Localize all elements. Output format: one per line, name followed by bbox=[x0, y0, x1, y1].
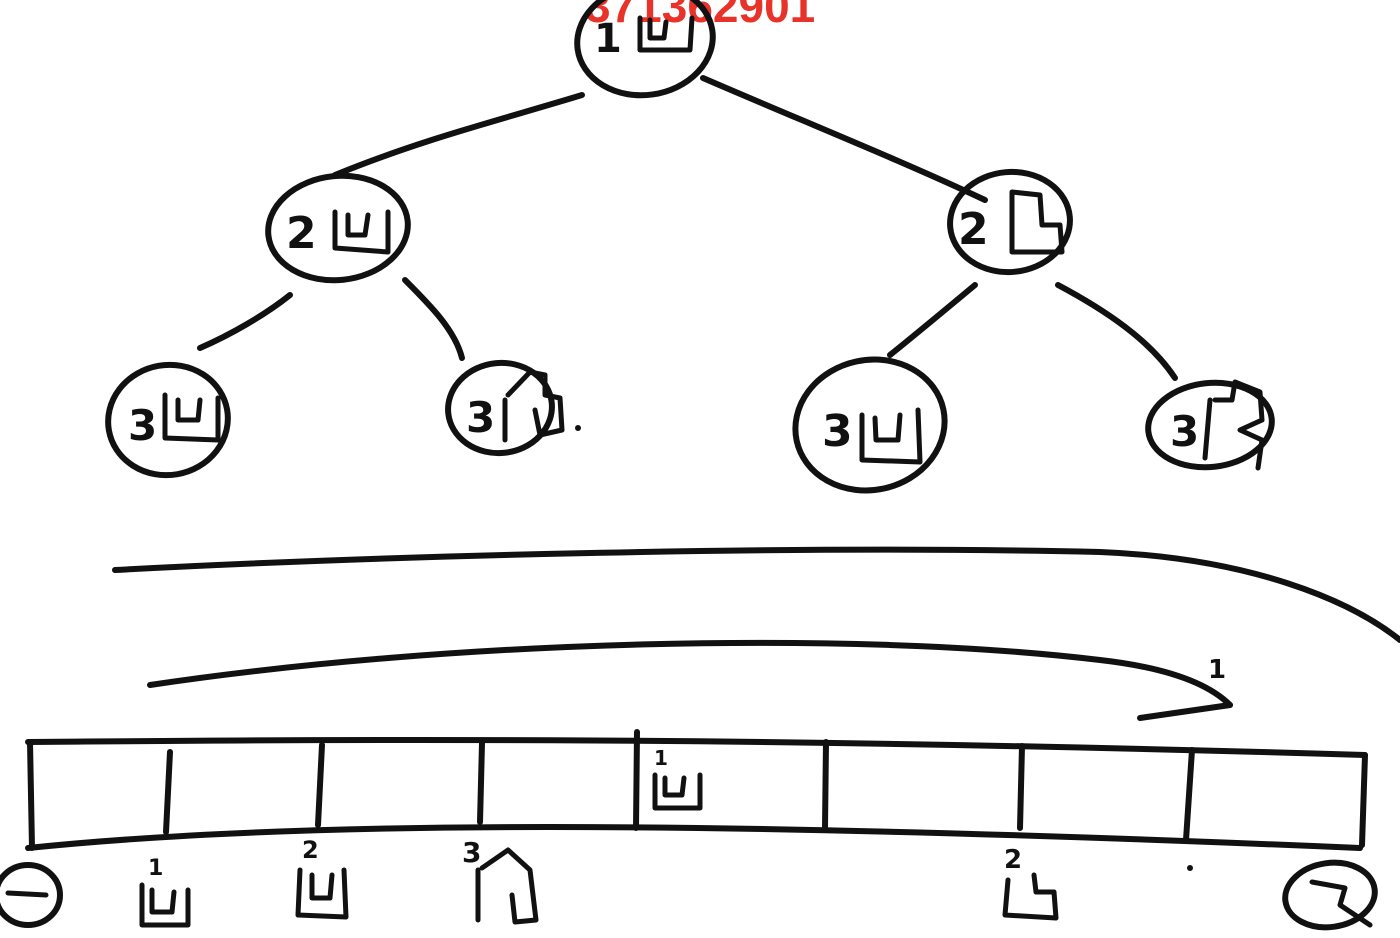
edge-right-leftchild bbox=[887, 282, 978, 358]
array-bottom-edge bbox=[25, 824, 1363, 851]
node-level-label: 3 bbox=[1170, 407, 1199, 456]
node-circle bbox=[792, 356, 948, 494]
array-divider bbox=[163, 749, 173, 835]
node-glyph-icon bbox=[1009, 189, 1065, 255]
node-glyph-icon bbox=[652, 772, 703, 811]
ink-dot bbox=[575, 425, 581, 431]
slot-level-label: 2 bbox=[1004, 845, 1022, 875]
array-index-row: 1 2 3 2 bbox=[0, 836, 1378, 931]
tree-node-level3-d: 3 bbox=[1145, 379, 1275, 471]
edge-root-left bbox=[332, 92, 585, 178]
node-circle bbox=[1145, 379, 1275, 471]
dash-mark bbox=[1309, 879, 1373, 928]
edge-left-rightchild bbox=[402, 277, 465, 361]
cell-index-label: 1 bbox=[654, 746, 668, 770]
node-glyph-icon bbox=[332, 209, 391, 255]
node-glyph-icon bbox=[859, 407, 923, 465]
node-level-label: 3 bbox=[466, 393, 495, 442]
node-glyph-icon bbox=[295, 867, 349, 920]
node-glyph-icon bbox=[162, 392, 221, 443]
array-top-edge bbox=[25, 736, 1368, 758]
tree-node-level2-left: 2 bbox=[265, 172, 411, 284]
array-divider bbox=[315, 742, 325, 828]
tree-node-level3-a: 3 bbox=[105, 361, 231, 479]
arrow-head bbox=[1137, 702, 1233, 721]
node-level-label: 1 bbox=[594, 16, 622, 62]
arrow-marker-label: 1 bbox=[1208, 655, 1226, 685]
index-slot-2: 2 bbox=[295, 836, 349, 920]
node-circle bbox=[574, 0, 716, 99]
traversal-arrows: 1 bbox=[112, 546, 1400, 721]
node-circle bbox=[265, 172, 411, 284]
array-structure: 1 bbox=[25, 729, 1368, 851]
tree-edges bbox=[197, 75, 1178, 381]
slot-level-label: 3 bbox=[462, 836, 481, 869]
ink-dot bbox=[1187, 865, 1193, 871]
index-slot-last bbox=[1282, 859, 1378, 931]
node-circle bbox=[947, 168, 1073, 276]
slot-circle bbox=[1282, 859, 1378, 931]
tree-node-level3-c: 3 bbox=[792, 356, 948, 494]
inner-arc-arrow bbox=[147, 639, 1233, 708]
tree-node-level2-right: 2 bbox=[947, 168, 1073, 276]
index-slot-0 bbox=[0, 862, 63, 928]
node-glyph-icon bbox=[502, 369, 565, 443]
slot-level-label: 1 bbox=[148, 856, 163, 881]
node-glyph-icon bbox=[475, 847, 539, 925]
array-divider bbox=[822, 739, 829, 831]
array-divider bbox=[1183, 747, 1195, 843]
index-slot-3: 3 bbox=[462, 836, 539, 925]
node-level-label: 2 bbox=[286, 208, 317, 259]
node-level-label: 3 bbox=[128, 401, 157, 450]
node-glyph-icon bbox=[637, 15, 695, 53]
dash-mark bbox=[5, 890, 49, 898]
array-divider bbox=[1017, 743, 1025, 831]
array-divider bbox=[27, 739, 35, 851]
array-divider bbox=[633, 729, 640, 831]
node-glyph-icon bbox=[1002, 872, 1059, 921]
edge-right-rightchild bbox=[1055, 282, 1178, 381]
tree-node-level3-b: 3 bbox=[445, 359, 581, 457]
slot-level-label: 2 bbox=[302, 836, 319, 864]
node-glyph-icon bbox=[1202, 379, 1265, 471]
node-level-label: 3 bbox=[822, 406, 853, 457]
slot-circle bbox=[0, 862, 63, 928]
node-circle bbox=[105, 361, 231, 479]
index-slot-4: 2 bbox=[1002, 845, 1059, 921]
node-level-label: 2 bbox=[958, 204, 989, 255]
edge-left-leftchild bbox=[197, 292, 293, 351]
node-circle bbox=[445, 359, 555, 457]
array-cell-glyph: 1 bbox=[652, 746, 703, 811]
edge-root-right bbox=[700, 75, 988, 203]
tree-node-root: 1 bbox=[574, 0, 716, 99]
node-glyph-icon bbox=[139, 882, 191, 928]
index-slot-1: 1 bbox=[139, 856, 191, 928]
outer-arc-arrow bbox=[112, 546, 1400, 643]
array-divider bbox=[1359, 752, 1368, 848]
array-divider bbox=[477, 740, 485, 825]
